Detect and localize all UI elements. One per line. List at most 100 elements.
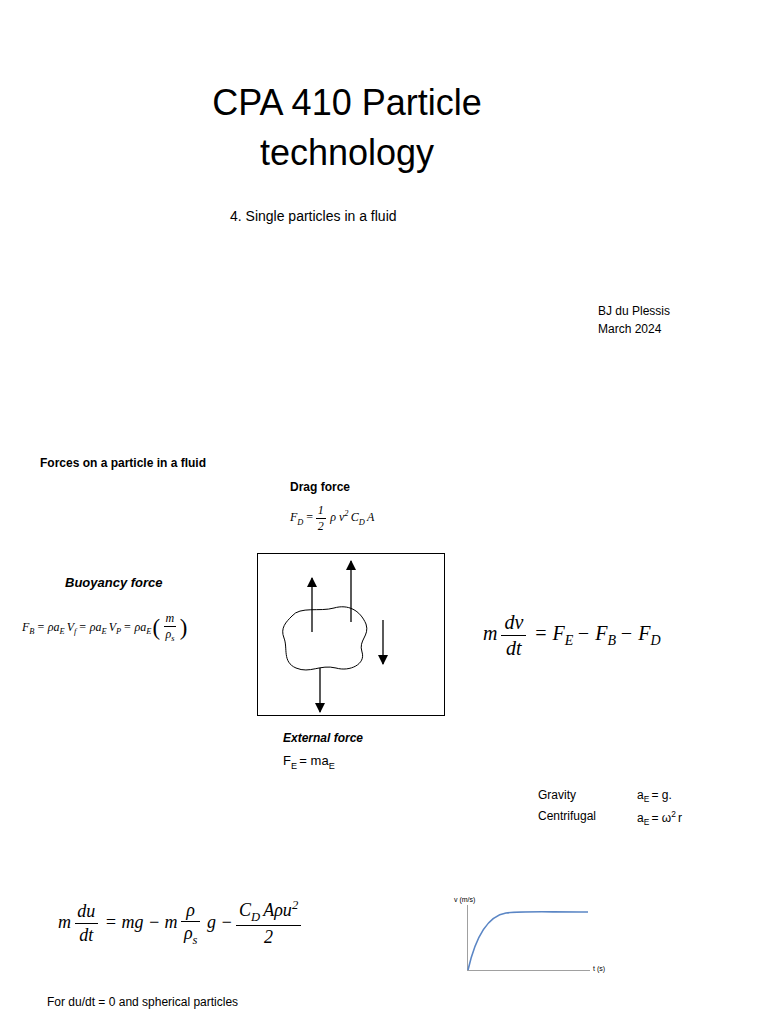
subscript: P xyxy=(116,627,121,636)
math-term: dt xyxy=(79,925,93,945)
buoyancy-arrow xyxy=(311,578,312,632)
math-term: = mg − m xyxy=(105,912,178,932)
math-term: m xyxy=(166,611,175,625)
subscript: E xyxy=(59,627,64,636)
denominator: dt xyxy=(75,924,98,947)
section-heading: Forces on a particle in a fluid xyxy=(40,456,206,471)
subscript: E xyxy=(101,627,106,636)
math-term: a xyxy=(637,811,644,825)
settling-equation: mdudt= mg − mρρsg −CDAρu22 xyxy=(58,898,304,949)
author: BJ du Plessis xyxy=(598,304,670,319)
drag-equation: FD=12ρ v2CDA xyxy=(290,503,374,534)
math-term: ρ xyxy=(184,923,193,943)
denominator: 2 xyxy=(236,926,301,949)
math-term: C xyxy=(239,900,251,920)
subscript: B xyxy=(29,627,34,636)
case-equation: aE= ω2r xyxy=(637,809,682,828)
subscript: E xyxy=(644,817,650,827)
denominator: ρs xyxy=(181,922,200,948)
denominator: dt xyxy=(501,636,526,661)
axis-label: v (m/s) xyxy=(454,896,475,905)
date: March 2024 xyxy=(598,322,661,337)
fraction: 12 xyxy=(316,503,326,534)
subscript: E xyxy=(565,633,574,648)
case-name: Gravity xyxy=(538,788,576,803)
fraction: ρρs xyxy=(181,899,200,949)
subscript: E xyxy=(291,761,297,771)
math-term: ) xyxy=(180,615,188,640)
subtitle: 4. Single particles in a fluid xyxy=(230,208,397,226)
numerator: ρ xyxy=(181,899,200,923)
numerator: du xyxy=(75,900,98,924)
math-term: = F xyxy=(534,622,565,644)
external-force-arrow xyxy=(319,668,320,712)
external-force-equation: FE= maE xyxy=(283,753,335,772)
math-term: C xyxy=(351,510,359,524)
subscript: s xyxy=(193,933,198,947)
math-term: F xyxy=(283,753,291,768)
math-term: a xyxy=(637,788,644,802)
force-heading: Buoyancy force xyxy=(65,575,163,591)
subscript: E xyxy=(146,627,151,636)
force-heading: Drag force xyxy=(290,480,350,495)
subscript: E xyxy=(644,794,650,804)
force-box xyxy=(258,554,445,716)
superscript: 2 xyxy=(344,509,348,518)
note-text: For du/dt = 0 and spherical particles xyxy=(47,995,238,1010)
math-term: dv xyxy=(504,611,523,633)
math-term: V xyxy=(109,620,116,634)
math-term: du xyxy=(77,901,95,921)
subscript: B xyxy=(608,633,617,648)
numerator: m xyxy=(164,611,177,627)
math-term: Aρu xyxy=(263,900,292,920)
subscript: D xyxy=(359,518,365,527)
math-term: m xyxy=(483,622,497,644)
subscript: D xyxy=(650,633,660,648)
subscript: D xyxy=(251,910,260,924)
case-equation: aE= g. xyxy=(637,788,672,805)
math-term: ρ xyxy=(186,900,195,920)
fraction: dv dt xyxy=(501,610,526,661)
subscript: f xyxy=(74,627,76,636)
math-term: A xyxy=(367,510,374,524)
math-term: F xyxy=(22,620,29,634)
buoyancy-equation: FB= ρaEVf= ρaEVP= ρaE(mρs) xyxy=(22,611,188,645)
chart-x-axis xyxy=(467,970,590,971)
particle-blob xyxy=(283,607,367,670)
drag-arrow xyxy=(350,561,351,622)
case-name: Centrifugal xyxy=(538,809,596,824)
math-term: r xyxy=(678,811,682,825)
math-term: 2 xyxy=(318,519,324,533)
superscript: 2 xyxy=(292,898,298,912)
math-term: ( xyxy=(152,615,160,640)
math-term: ρ v xyxy=(330,510,344,524)
math-term: = g. xyxy=(651,788,671,802)
chart-y-axis xyxy=(467,905,468,970)
math-term: = ω xyxy=(651,811,671,825)
math-term: − F xyxy=(577,622,608,644)
math-term: = xyxy=(306,510,314,524)
subscript: D xyxy=(297,518,303,527)
slide-title: CPA 410 Particle technology xyxy=(187,78,507,179)
math-term: = ma xyxy=(299,753,328,768)
math-term: g − xyxy=(207,912,233,932)
math-term: − F xyxy=(620,622,651,644)
math-term: = ρa xyxy=(123,620,146,634)
fraction: du dt xyxy=(75,900,98,946)
denominator: ρs xyxy=(164,627,177,645)
axis-label: t (s) xyxy=(593,965,605,974)
math-term: = ρa xyxy=(37,620,60,634)
math-term: F xyxy=(290,510,297,524)
math-term: 2 xyxy=(264,927,273,947)
velocity-curve xyxy=(468,912,588,970)
force-heading: External force xyxy=(283,731,363,746)
math-term: = ρa xyxy=(79,620,102,634)
superscript: 2 xyxy=(671,809,676,819)
math-term: 1 xyxy=(318,503,324,517)
subscript: s xyxy=(171,634,174,643)
numerator: dv xyxy=(501,610,526,636)
math-term: m xyxy=(58,912,71,932)
numerator: CDAρu2 xyxy=(236,898,301,926)
subscript: E xyxy=(329,761,335,771)
